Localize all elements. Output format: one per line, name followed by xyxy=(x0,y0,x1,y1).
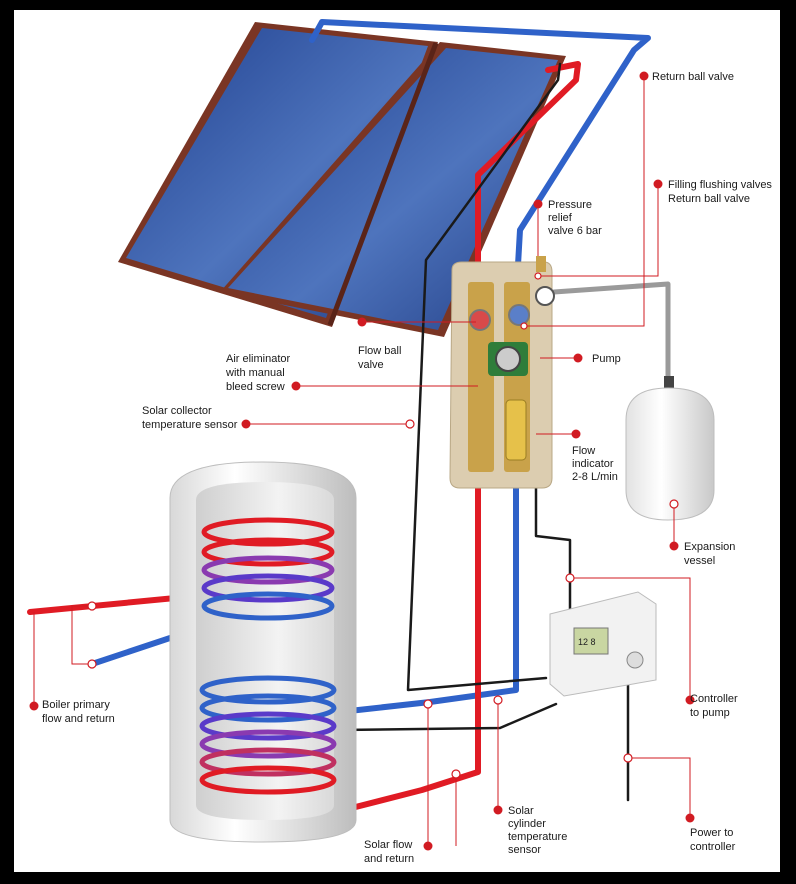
label-flow-indicator-1: Flow xyxy=(572,445,595,457)
label-flow-indicator-2: indicator xyxy=(572,458,614,470)
label-air-eliminator-3: bleed screw xyxy=(226,381,285,393)
label-controller-to-pump-1: Controller xyxy=(690,693,738,705)
vessel-icon xyxy=(625,376,715,521)
label-collector-sensor-1: Solar collector xyxy=(142,405,212,417)
label-expansion-vessel-2: vessel xyxy=(684,555,715,567)
cylinder-icon xyxy=(169,461,357,843)
label-flow-indicator-3: 2-8 L/min xyxy=(572,471,618,483)
solar-panel-icon xyxy=(118,22,566,337)
label-flow-ball-valve-2: valve xyxy=(358,359,384,371)
label-cylinder-sensor-3: temperature xyxy=(508,831,567,843)
label-pressure-relief-1: Pressure xyxy=(548,199,592,211)
label-flow-ball-valve-1: Flow ball xyxy=(358,345,401,357)
label-return-ball-valve: Return ball valve xyxy=(652,71,734,83)
label-pump: Pump xyxy=(592,353,621,365)
label-controller-to-pump-2: to pump xyxy=(690,707,730,719)
callout-markers xyxy=(29,71,695,851)
label-boiler-primary-1: Boiler primary xyxy=(42,699,110,711)
label-air-eliminator-2: with manual xyxy=(225,367,285,379)
label-pressure-relief-2: relief xyxy=(548,212,573,224)
label-air-eliminator-1: Air eliminator xyxy=(226,353,291,365)
label-cylinder-sensor-1: Solar xyxy=(508,805,534,817)
controller-icon: 12 8 xyxy=(549,591,657,697)
controller-display: 12 8 xyxy=(578,637,596,647)
label-expansion-vessel-1: Expansion xyxy=(684,541,735,553)
label-filling-flushing-2: Return ball valve xyxy=(668,193,750,205)
label-filling-flushing-1: Filling flushing valves xyxy=(668,179,772,191)
label-solar-flow-return-1: Solar flow xyxy=(364,839,412,851)
label-pressure-relief-3: valve 6 bar xyxy=(548,225,602,237)
pump-station-icon xyxy=(449,256,555,489)
label-boiler-primary-2: flow and return xyxy=(42,713,115,725)
label-cylinder-sensor-4: sensor xyxy=(508,844,541,856)
label-solar-flow-return-2: and return xyxy=(364,853,414,865)
label-cylinder-sensor-2: cylinder xyxy=(508,818,546,830)
label-power-to-controller-2: controller xyxy=(690,841,736,853)
label-power-to-controller-1: Power to xyxy=(690,827,733,839)
labels: Return ball valve Filling flushing valve… xyxy=(42,71,772,865)
callout-lines xyxy=(33,76,691,846)
label-collector-sensor-2: temperature sensor xyxy=(142,419,238,431)
